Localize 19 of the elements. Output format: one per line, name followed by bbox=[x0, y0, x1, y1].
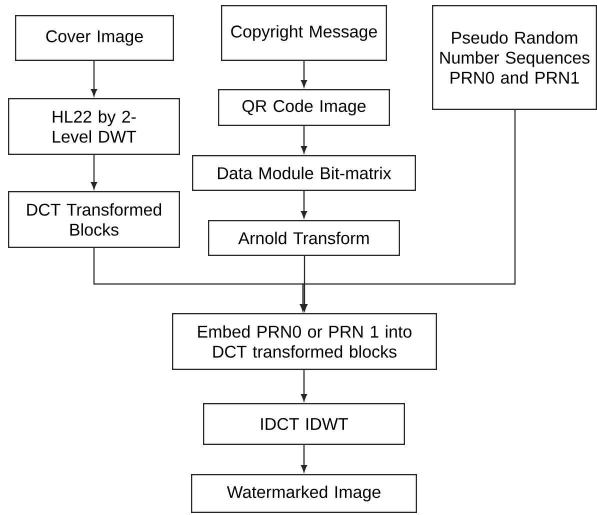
arrow bbox=[300, 191, 308, 218]
process-box: IDCT IDWT bbox=[203, 403, 405, 445]
arrow bbox=[300, 110, 516, 312]
arrow bbox=[300, 370, 308, 402]
process-box: HL22 by 2-Level DWT bbox=[8, 98, 180, 155]
arrow bbox=[90, 155, 98, 190]
arrow bbox=[90, 61, 98, 96]
process-box: Arnold Transform bbox=[208, 220, 400, 256]
process-box: Copyright Message bbox=[221, 5, 387, 61]
process-box: Embed PRN0 or PRN 1 into DCT transformed blocks bbox=[172, 313, 437, 370]
process-box: Data Module Bit-matrix bbox=[192, 155, 416, 191]
process-box: DCT Transformed Blocks bbox=[8, 191, 180, 248]
process-box: QR Code Image bbox=[218, 89, 390, 126]
arrow bbox=[300, 445, 308, 472]
process-box: Pseudo Random Number Sequences PRN0 and PRN1 bbox=[432, 5, 597, 110]
arrow bbox=[300, 61, 308, 88]
process-box: Cover Image bbox=[15, 15, 174, 61]
process-box: Watermarked Image bbox=[191, 474, 417, 513]
arrow bbox=[300, 126, 308, 154]
